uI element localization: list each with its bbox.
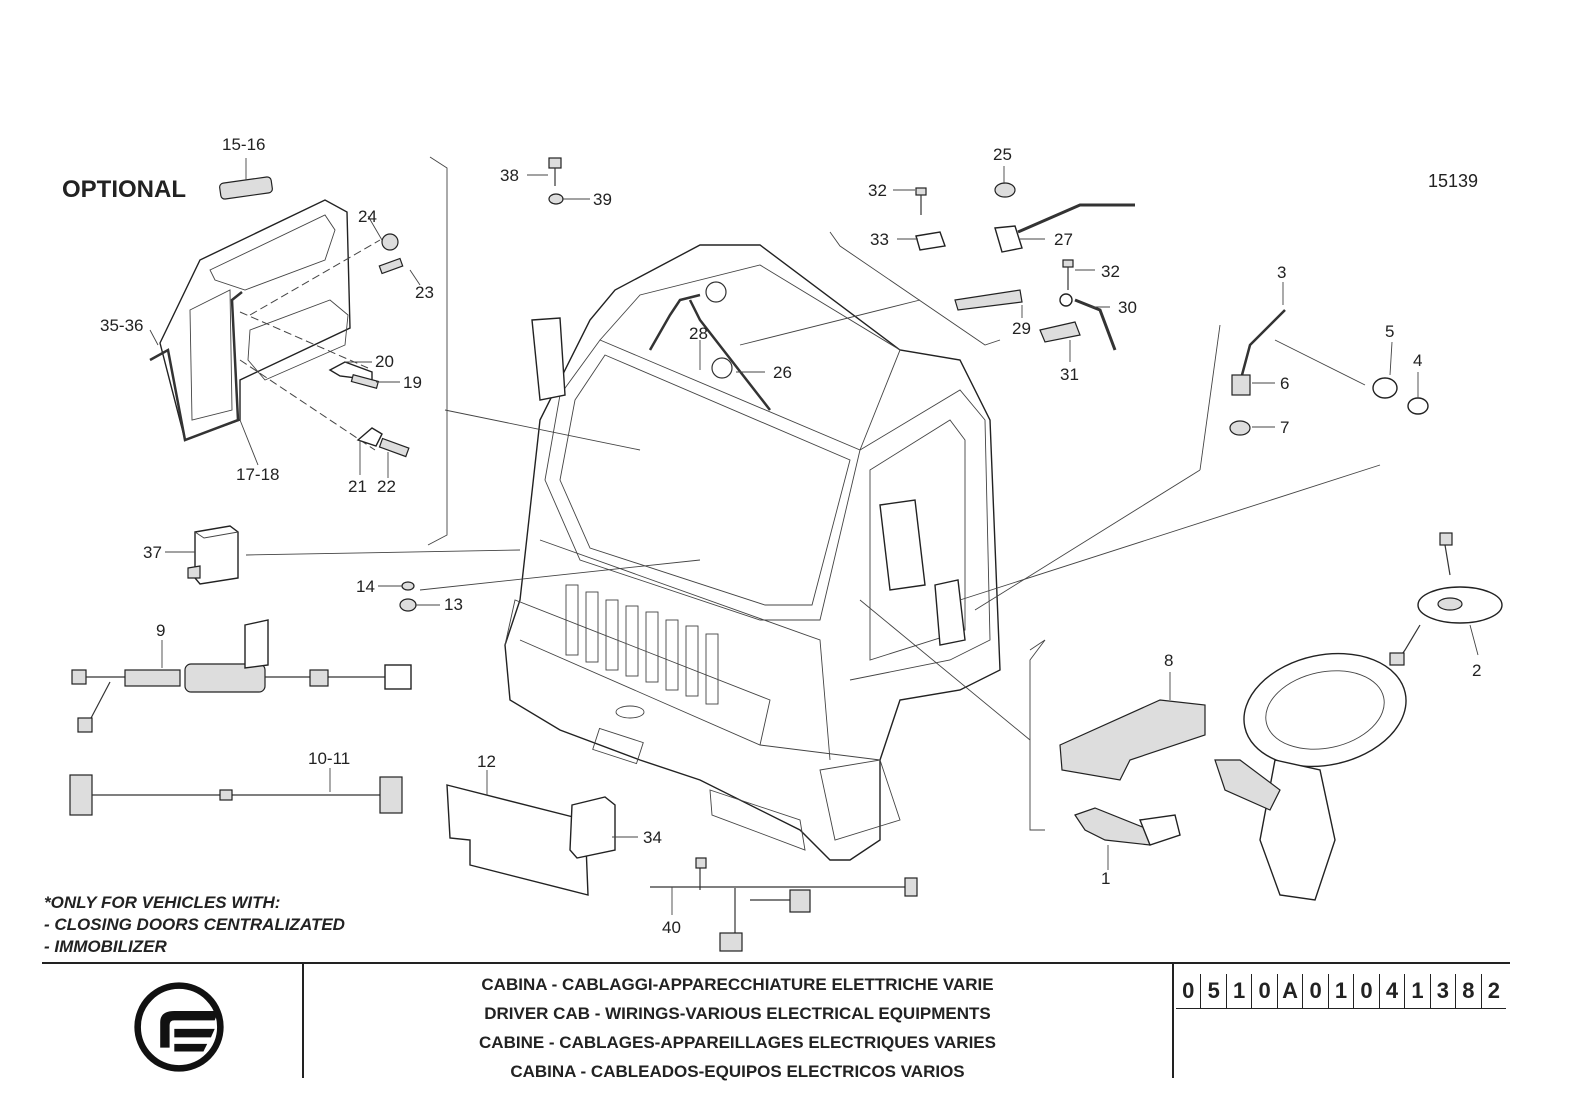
callout-40: 40 [662, 918, 681, 937]
callout-8: 8 [1164, 651, 1173, 670]
note-line: - CLOSING DOORS CENTRALIZATED [44, 915, 345, 934]
code-char: 1 [1227, 974, 1253, 1008]
code-char: 0 [1303, 974, 1329, 1008]
callout-17-18: 17-18 [236, 465, 279, 484]
drawing-number: 15139 [1428, 171, 1479, 191]
title-es: CABINA - CABLEADOS-EQUIPOS ELECTRICOS VA… [510, 1062, 965, 1081]
callout-15-16: 15-16 [222, 135, 265, 154]
callout-30: 30 [1118, 298, 1137, 317]
code-char: 2 [1487, 978, 1500, 1003]
callout-27: 27 [1054, 230, 1073, 249]
clamps-5-4 [1372, 377, 1429, 415]
callout-28: 28 [689, 324, 708, 343]
callout-39: 39 [593, 190, 612, 209]
title-block: CABINA - CABLAGGI-APPARECCHIATURE ELETTR… [0, 962, 1510, 1081]
callout-37: 37 [143, 543, 162, 562]
part-code: 0 5 1 0 A 0 1 0 4 1 3 8 2 [1176, 974, 1506, 1009]
title-lines: CABINA - CABLAGGI-APPARECCHIATURE ELETTR… [305, 970, 1170, 1086]
harness-40 [650, 857, 918, 952]
brand-logo-icon [134, 982, 224, 1072]
callout-5: 5 [1385, 322, 1394, 341]
callout-12: 12 [477, 752, 496, 771]
callout-21: 21 [348, 477, 367, 496]
harness-10-11 [69, 774, 403, 816]
title-it: CABINA - CABLAGGI-APPARECCHIATURE ELETTR… [481, 975, 994, 994]
title-block-divider [302, 962, 304, 1078]
driver-cab [504, 244, 1001, 861]
module-34 [569, 796, 616, 859]
clock-spring-2 [1389, 532, 1503, 666]
callout-23: 23 [415, 283, 434, 302]
callout-labels: 15-16 24 23 35-36 20 19 17-18 21 22 38 3… [100, 135, 1481, 937]
callout-19: 19 [403, 373, 422, 392]
control-unit-37 [187, 525, 239, 585]
callout-38: 38 [500, 166, 519, 185]
code-char: 0 [1252, 974, 1278, 1008]
callout-34: 34 [643, 828, 662, 847]
door-panel-optional [149, 176, 351, 442]
title-block-border [42, 962, 1510, 964]
code-char: 8 [1456, 974, 1482, 1008]
note-line: - IMMOBILIZER [44, 937, 167, 956]
sensor-assembly [1229, 309, 1286, 436]
optional-label: OPTIONAL [62, 176, 186, 203]
code-char: 3 [1431, 974, 1457, 1008]
title-en: DRIVER CAB - WIRINGS-VARIOUS ELECTRICAL … [484, 1004, 991, 1023]
callout-9: 9 [156, 621, 165, 640]
callout-13: 13 [444, 595, 463, 614]
callout-10-11: 10-11 [308, 749, 350, 768]
callout-33: 33 [870, 230, 889, 249]
code-char: 5 [1201, 974, 1227, 1008]
callout-26: 26 [773, 363, 792, 382]
callout-31: 31 [1060, 365, 1079, 384]
code-char: 1 [1329, 974, 1355, 1008]
callout-24: 24 [358, 207, 377, 226]
callout-7: 7 [1280, 418, 1289, 437]
door-fasteners [328, 233, 410, 458]
callout-3: 3 [1277, 263, 1286, 282]
code-char: 1 [1405, 974, 1431, 1008]
note-line: *ONLY FOR VEHICLES WITH: [44, 893, 281, 912]
code-char: 0 [1176, 974, 1202, 1008]
callout-1: 1 [1101, 869, 1110, 888]
callout-25: 25 [993, 145, 1012, 164]
code-char: 0 [1354, 974, 1380, 1008]
callout-22: 22 [377, 477, 396, 496]
callout-4: 4 [1413, 351, 1422, 370]
callout-29: 29 [1012, 319, 1031, 338]
callout-35-36: 35-36 [100, 316, 143, 335]
bolt-38-nut-39 [548, 157, 564, 205]
callout-6: 6 [1280, 374, 1289, 393]
title-block-divider [1172, 962, 1174, 1078]
code-char: A [1278, 974, 1304, 1008]
code-char: 4 [1380, 974, 1406, 1008]
callout-32b: 32 [1101, 262, 1120, 281]
cable-parts-top [915, 182, 1135, 351]
applicability-note: *ONLY FOR VEHICLES WITH: - CLOSING DOORS… [44, 892, 345, 958]
callout-14: 14 [356, 577, 375, 596]
callout-20: 20 [375, 352, 394, 371]
callout-2: 2 [1472, 661, 1481, 680]
bracket-plate-12 [446, 784, 589, 896]
callout-32: 32 [868, 181, 887, 200]
switch-8 [1059, 699, 1206, 781]
harness-9 [71, 619, 412, 733]
title-fr: CABINE - CABLAGES-APPAREILLAGES ELECTRIQ… [479, 1033, 996, 1052]
steering-column [1074, 652, 1407, 901]
